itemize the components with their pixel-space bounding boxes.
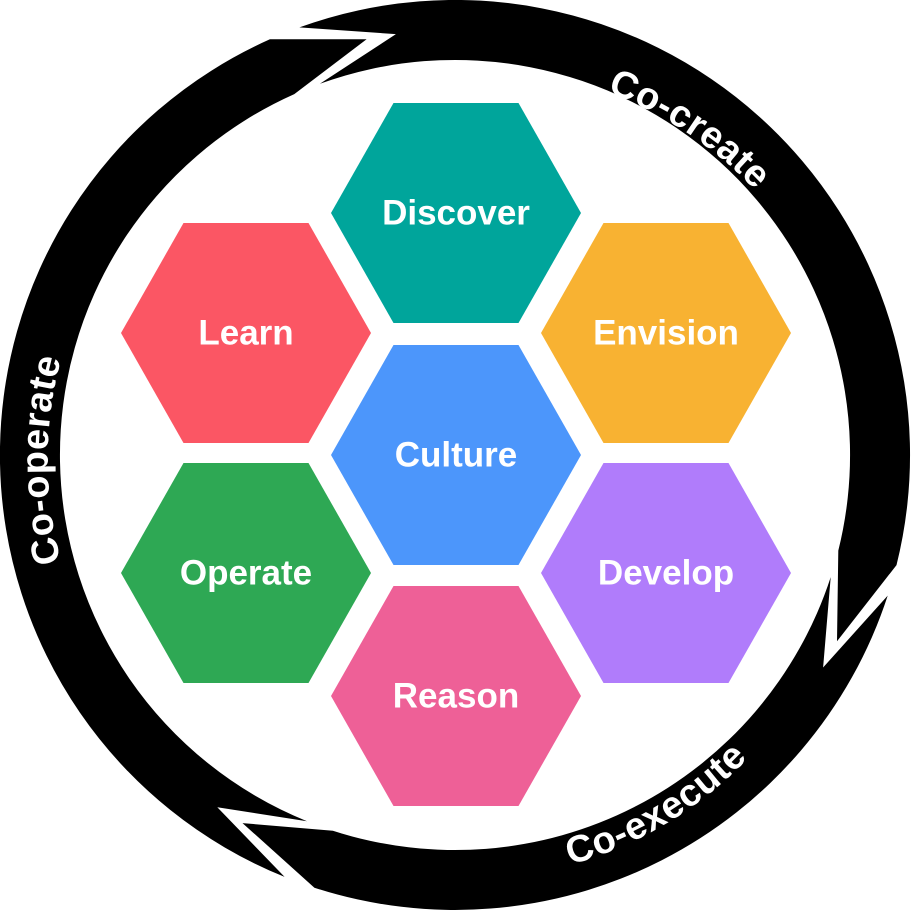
hex-learn: Learn <box>121 223 371 443</box>
hex-culture: Culture <box>331 345 581 565</box>
co-operate-label: Co-operate <box>15 351 70 570</box>
hex-reason: Reason <box>331 586 581 806</box>
co-create-segment <box>299 0 910 642</box>
co-execute-segment <box>242 577 888 910</box>
hex-learn-shape <box>121 223 371 443</box>
hex-develop: Develop <box>541 463 791 683</box>
hex-reason-label: Reason <box>393 677 519 716</box>
hex-learn-label: Learn <box>198 314 293 353</box>
hex-envision-shape <box>541 223 791 443</box>
hex-operate-shape <box>121 463 371 683</box>
hexagon-cluster: Discover Envision Develop Reason Operate… <box>121 103 791 806</box>
hex-discover: Discover <box>331 103 581 323</box>
hex-envision-label: Envision <box>593 314 739 353</box>
hex-develop-shape <box>541 463 791 683</box>
hex-culture-label: Culture <box>395 436 518 475</box>
hex-discover-label: Discover <box>382 194 530 233</box>
co-operate-segment <box>0 39 367 877</box>
hex-culture-shape <box>331 345 581 565</box>
hex-develop-label: Develop <box>598 554 734 593</box>
hex-operate: Operate <box>121 463 371 683</box>
hex-reason-shape <box>331 586 581 806</box>
hex-discover-shape <box>331 103 581 323</box>
hex-operate-label: Operate <box>180 554 312 593</box>
hex-envision: Envision <box>541 223 791 443</box>
